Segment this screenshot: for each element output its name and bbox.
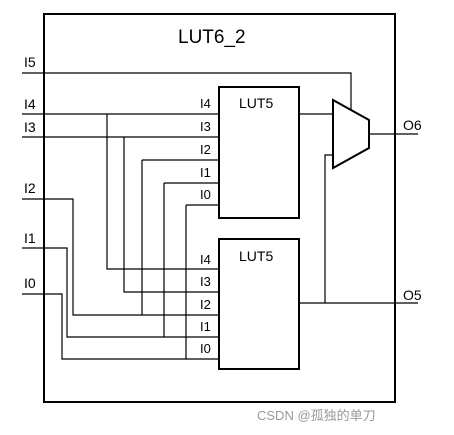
lut5-top-pin-i3: I3 (200, 119, 211, 134)
wire-i0-bottom (22, 293, 219, 360)
input-label-i2: I2 (24, 180, 36, 196)
lut5-top-pin-i0: I0 (200, 187, 211, 202)
input-label-i3: I3 (24, 119, 36, 135)
input-label-i0: I0 (24, 275, 36, 291)
lut5-top-label: LUT5 (239, 95, 273, 111)
output-label-o5: O5 (403, 287, 422, 303)
lut5-top-pin-i1: I1 (200, 165, 211, 180)
wire-i4-bottom (106, 114, 219, 270)
wire-i2-bottom (22, 198, 219, 316)
output-label-o6: O6 (403, 117, 422, 133)
input-label-i1: I1 (24, 230, 36, 246)
input-label-i5: I5 (24, 54, 36, 70)
block-title: LUT6_2 (178, 27, 246, 48)
lut5-top-box (218, 86, 300, 219)
output-mux (332, 98, 370, 170)
lut5-top-pin-i2: I2 (200, 142, 211, 157)
lut5-bottom-box (218, 238, 300, 370)
lut5-bottom-pin-i3: I3 (200, 274, 211, 289)
lut5-bottom-pin-i1: I1 (200, 319, 211, 334)
wire-i3-bottom (123, 137, 219, 293)
input-label-i4: I4 (24, 96, 36, 112)
lut5-bottom-pin-i0: I0 (200, 341, 211, 356)
wire-i1-bottom (22, 247, 219, 338)
lut5-bottom-label: LUT5 (239, 248, 273, 264)
wire-lut5-bottom-to-mux (324, 154, 333, 303)
watermark-text: CSDN @孤独的单刀 (257, 408, 376, 423)
lut5-bottom-pin-i2: I2 (200, 297, 211, 312)
lut5-bottom-pin-i4: I4 (200, 252, 211, 267)
wire-i5 (22, 72, 352, 110)
lut5-top-pin-i4: I4 (200, 96, 211, 111)
